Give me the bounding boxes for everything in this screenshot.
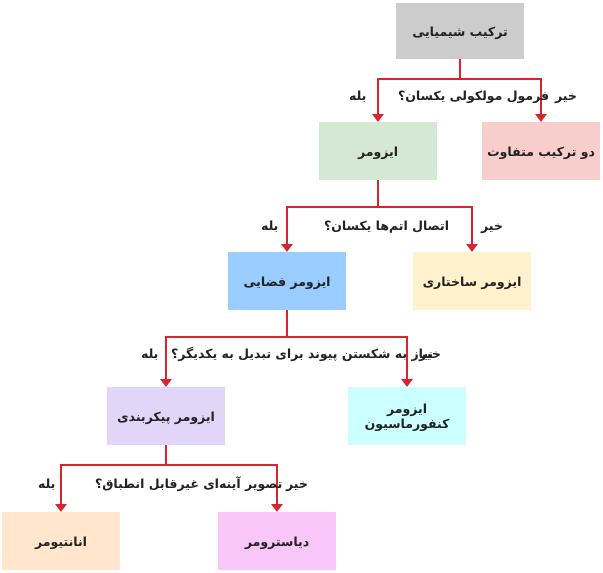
branch-1-yes-line xyxy=(377,59,461,114)
branch-3-yes-arrowhead xyxy=(160,379,172,387)
branch-1-no-arrowhead xyxy=(535,114,547,122)
branch-3-yes-line xyxy=(165,310,288,379)
node-chemical-compound: ترکیب شیمیایی xyxy=(396,3,524,59)
node-stereoisomer: ایزومر فضایی xyxy=(228,252,346,310)
answer-yes-3: بله xyxy=(141,346,159,361)
branch-4-yes-line xyxy=(60,445,167,504)
answer-no-3: خیر xyxy=(419,346,441,361)
question-same-connectivity: اتصال اتم‌ها یکسان؟ xyxy=(324,218,449,233)
branch-1-no-line xyxy=(460,78,542,114)
answer-yes-2: بله xyxy=(261,218,279,233)
answer-no-4: خیر xyxy=(286,476,308,491)
branch-2-no-line xyxy=(378,206,473,244)
node-diastereomer: دیاسترومر xyxy=(218,512,336,570)
answer-no-2: خیر xyxy=(481,218,503,233)
answer-yes-4: بله xyxy=(38,476,56,491)
branch-4-yes-arrowhead xyxy=(55,504,67,512)
answer-yes-1: بله xyxy=(349,88,367,103)
node-configurational-isomer: ایزومر پیکربندی xyxy=(107,387,225,445)
branch-1-yes-arrowhead xyxy=(372,114,384,122)
branch-2-yes-line xyxy=(286,180,379,244)
node-two-different-compounds: دو ترکیب متفاوت xyxy=(482,122,600,180)
node-conformational-isomer: ایزومر کنفورماسیون xyxy=(348,387,466,445)
branch-3-no-line xyxy=(287,336,408,379)
branch-2-no-arrowhead xyxy=(466,244,478,252)
branch-2-yes-arrowhead xyxy=(281,244,293,252)
connector-lines xyxy=(55,59,547,512)
answer-no-1: خیر xyxy=(555,88,577,103)
question-same-molecular-formula: فرمول مولکولی یکسان؟ xyxy=(398,88,550,103)
node-isomer: ایزومر xyxy=(319,122,437,180)
node-structural-isomer: ایزومر ساختاری xyxy=(413,252,531,310)
question-non-superimposable-mirror: تصویر آینه‌ای غیرقابل انطباق؟ xyxy=(95,476,283,491)
node-enantiomer: انانتیومر xyxy=(2,512,120,570)
question-bond-breaking-needed: نیاز به شکستن پیوند برای تبدیل به یکدیگر… xyxy=(171,346,434,361)
branch-4-no-arrowhead xyxy=(271,504,283,512)
branch-4-no-line xyxy=(166,464,278,504)
branch-3-no-arrowhead xyxy=(401,379,413,387)
